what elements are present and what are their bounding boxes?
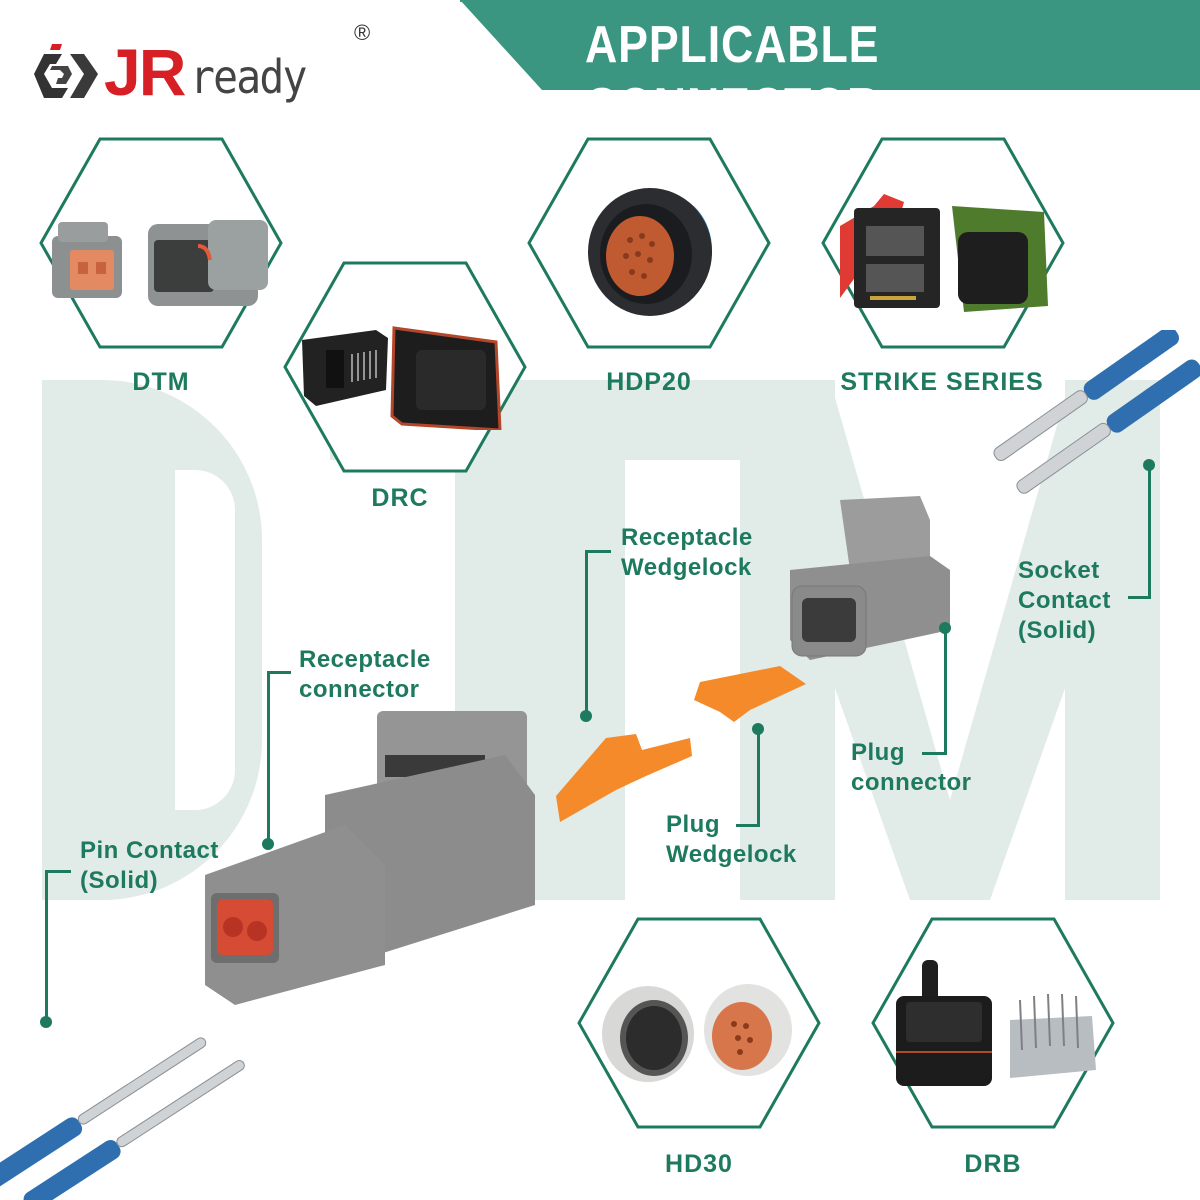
- dot-receptacle-wedgelock: [580, 710, 592, 722]
- banner-title: APPLICABLE CONNECTOR: [585, 16, 881, 136]
- leader-plug-wedgelock: [757, 734, 760, 826]
- callout-plug-wedgelock: Plug Wedgelock: [666, 811, 797, 868]
- title-banner: [460, 0, 1200, 90]
- brand-logo: JR ready ®: [32, 20, 370, 109]
- leader-plug-connector: [944, 628, 947, 754]
- callout-receptacle-wedgelock: Receptacle Wedgelock: [621, 524, 753, 581]
- dtm-connector-image: [52, 220, 268, 306]
- strike-series-connector-image: [840, 194, 1048, 312]
- leader-receptacle-wedgelock: [585, 550, 611, 553]
- jr-logo-icon: [34, 44, 98, 98]
- drc-connector-image: [302, 326, 502, 430]
- hex-tile-hd30: HD30: [576, 916, 822, 1178]
- callout-plug-connector: Plug connector: [851, 739, 972, 796]
- callout-socket-contact: Socket Contact (Solid): [1018, 557, 1111, 644]
- hex-tile-dtm: DTM: [38, 136, 284, 396]
- hex-label-hd30: HD30: [665, 1150, 733, 1178]
- hex-tile-drc: DRC: [282, 260, 528, 512]
- hex-tile-strike-series: STRIKE SERIES: [820, 136, 1066, 396]
- drb-connector-image: [896, 960, 1096, 1086]
- leader-pin-contact: [45, 870, 71, 873]
- dot-socket-contact: [1143, 459, 1155, 471]
- pin-contacts-image: [0, 1037, 245, 1200]
- hex-label-drb: DRB: [964, 1150, 1022, 1178]
- logo-initials: JR: [104, 35, 186, 109]
- leader-socket-contact: [1148, 466, 1151, 598]
- receptacle-wedgelock-image: [556, 734, 692, 822]
- dot-plug-wedgelock: [752, 723, 764, 735]
- hex-label-hdp20: HDP20: [606, 368, 692, 396]
- socket-contacts-image: [993, 330, 1200, 494]
- hex-label-dtm: DTM: [132, 368, 190, 396]
- registered-mark: ®: [354, 20, 371, 45]
- callout-pin-contact: Pin Contact (Solid): [80, 837, 219, 894]
- leader-receptacle-connector: [267, 671, 291, 674]
- logo-word: ready: [190, 50, 307, 104]
- dot-pin-contact: [40, 1016, 52, 1028]
- hex-tile-drb: DRB: [870, 916, 1116, 1178]
- callout-receptacle-connector: Receptacle connector: [299, 646, 431, 703]
- dot-receptacle-connector: [262, 838, 274, 850]
- receptacle-connector-image: [205, 711, 535, 1005]
- plug-wedgelock-image: [694, 666, 806, 722]
- hex-label-strike-series: STRIKE SERIES: [840, 368, 1044, 396]
- hex-tile-hdp20: HDP20: [526, 136, 772, 396]
- hd30-connector-image: [602, 984, 792, 1082]
- hdp20-connector-image: [588, 188, 712, 316]
- plug-connector-image: [790, 496, 950, 660]
- hex-label-drc: DRC: [371, 484, 429, 512]
- dot-plug-connector: [939, 622, 951, 634]
